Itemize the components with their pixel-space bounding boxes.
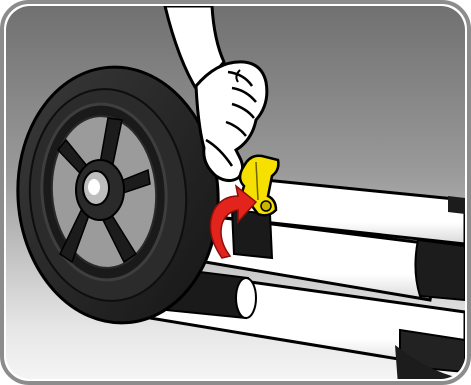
illustration-frame: [0, 0, 471, 385]
stroller-wheel-illustration: [0, 0, 471, 385]
